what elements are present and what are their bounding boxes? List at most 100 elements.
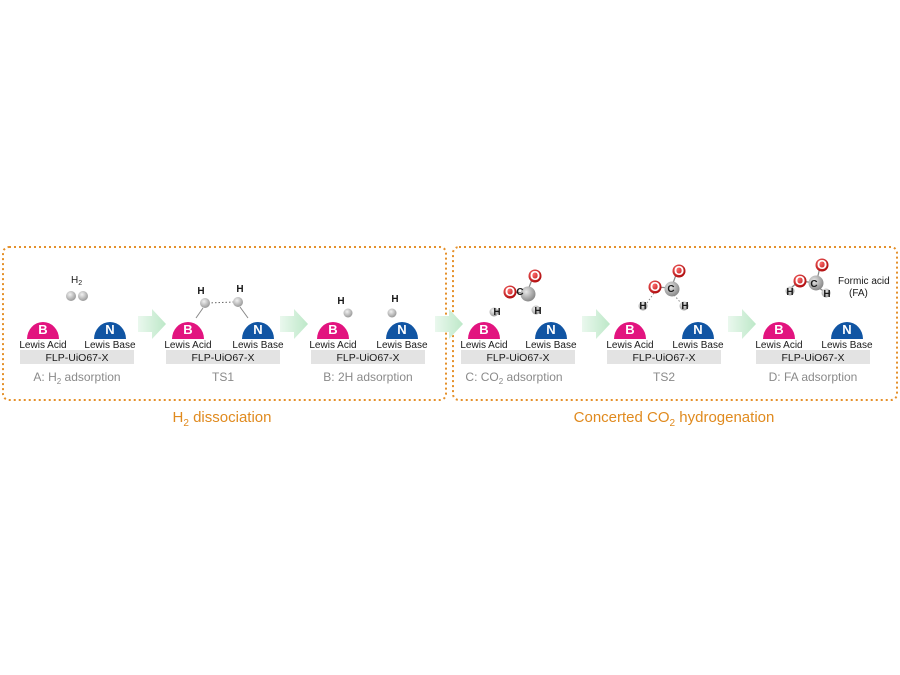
co2-hydrogenation-title: Concerted CO2 hydrogenation bbox=[574, 409, 775, 429]
stage-caption: TS1 bbox=[212, 370, 234, 384]
hydrogen-label: H bbox=[197, 286, 204, 297]
lewis-acid-boron bbox=[317, 322, 349, 339]
lewis-base-label: Lewis Base bbox=[376, 340, 428, 351]
hydrogen-atom bbox=[66, 291, 76, 301]
carbon-label: C bbox=[810, 279, 817, 290]
h-h-bond-dotted bbox=[207, 301, 235, 304]
carbon-atom bbox=[664, 281, 680, 297]
hydrogen-atom bbox=[785, 286, 795, 296]
hydrogen-label: H bbox=[534, 306, 541, 317]
arrow-icon bbox=[435, 309, 463, 339]
lewis-acid-boron bbox=[763, 322, 795, 339]
oxygen-atom bbox=[648, 280, 662, 294]
lewis-base-label: Lewis Base bbox=[232, 340, 284, 351]
oxygen-atom bbox=[672, 264, 686, 278]
arrow-icon bbox=[728, 309, 756, 339]
hydrogen-label: H bbox=[236, 284, 243, 295]
boron-symbol: B bbox=[183, 322, 192, 337]
c-h-bond-dotted bbox=[673, 294, 682, 304]
lewis-acid-label: Lewis Acid bbox=[755, 340, 802, 351]
plate-label: FLP-UiO67-X bbox=[336, 352, 399, 364]
stage-b: H H B N Lewis Acid Lewis Base FLP-UiO67-… bbox=[309, 294, 428, 384]
b-h-bond bbox=[195, 307, 204, 319]
carbon-label: C bbox=[667, 284, 674, 295]
hydrogen-atom bbox=[531, 305, 541, 315]
stage-caption: D: FA adsorption bbox=[769, 370, 858, 384]
mof-plate bbox=[756, 350, 870, 364]
nitrogen-symbol: N bbox=[693, 322, 702, 337]
mof-plate bbox=[461, 350, 575, 364]
hydrogen-atom bbox=[343, 308, 353, 318]
carbon-atom bbox=[808, 275, 824, 291]
boron-symbol: B bbox=[38, 322, 47, 337]
formic-acid-label: Formic acid bbox=[838, 276, 890, 287]
lewis-acid-boron bbox=[172, 322, 204, 339]
oxygen-atom bbox=[793, 274, 807, 288]
hydrogen-atom bbox=[638, 301, 648, 311]
transition-arrows bbox=[138, 309, 756, 339]
lewis-acid-label: Lewis Acid bbox=[460, 340, 507, 351]
lewis-acid-label: Lewis Acid bbox=[164, 340, 211, 351]
lewis-base-label: Lewis Base bbox=[821, 340, 873, 351]
lewis-acid-label: Lewis Acid bbox=[606, 340, 653, 351]
lewis-acid-label: Lewis Acid bbox=[19, 340, 66, 351]
lewis-base-nitrogen bbox=[386, 322, 418, 339]
mof-plate bbox=[607, 350, 721, 364]
nitrogen-symbol: N bbox=[546, 322, 555, 337]
hydrogen-label: H bbox=[391, 294, 398, 305]
oxygen-atom bbox=[503, 285, 517, 299]
lewis-base-nitrogen bbox=[242, 322, 274, 339]
stage-caption: B: 2H adsorption bbox=[323, 370, 412, 384]
carbon-label: C bbox=[516, 287, 523, 298]
stage-ts2: O C O H H B N Lewis Acid Lewis Base FLP-… bbox=[606, 263, 724, 384]
arrow-icon bbox=[280, 309, 308, 339]
h-o-bond-dotted bbox=[646, 292, 655, 304]
nitrogen-symbol: N bbox=[105, 322, 114, 337]
stage-d: H O C O H Formic acid (FA) B N Lewis Aci… bbox=[755, 257, 889, 384]
lewis-base-label: Lewis Base bbox=[672, 340, 724, 351]
mof-plate bbox=[311, 350, 425, 364]
arrow-icon bbox=[138, 309, 166, 339]
oxygen-symbol: O bbox=[505, 284, 515, 299]
hydrogen-label: H bbox=[493, 307, 500, 318]
boron-symbol: B bbox=[625, 322, 634, 337]
hydrogen-atom bbox=[821, 288, 831, 298]
plate-label: FLP-UiO67-X bbox=[191, 352, 254, 364]
lewis-base-label: Lewis Base bbox=[525, 340, 577, 351]
stage-c: O C O H H B N Lewis Acid Lewis Base FLP-… bbox=[460, 268, 577, 386]
stage-a: H2 B N Lewis Acid Lewis Base FLP-UiO67-X… bbox=[19, 275, 136, 386]
lewis-base-label: Lewis Base bbox=[84, 340, 136, 351]
mof-plate bbox=[166, 350, 280, 364]
hydrogen-atom bbox=[233, 297, 243, 307]
hydrogen-label: H bbox=[337, 296, 344, 307]
plate-label: FLP-UiO67-X bbox=[781, 352, 844, 364]
n-h-bond bbox=[239, 306, 249, 319]
stage-caption: TS2 bbox=[653, 370, 675, 384]
hydrogen-label: H bbox=[823, 289, 830, 300]
lewis-acid-boron bbox=[468, 322, 500, 339]
carbon-atom bbox=[520, 286, 536, 302]
oxygen-symbol: O bbox=[795, 273, 805, 288]
co2-hydrogenation-frame bbox=[452, 246, 898, 401]
plate-label: FLP-UiO67-X bbox=[45, 352, 108, 364]
oxygen-atom bbox=[528, 269, 542, 283]
lewis-acid-boron bbox=[27, 322, 59, 339]
oxygen-symbol: O bbox=[530, 268, 540, 283]
stage-ts1: H H B N Lewis Acid Lewis Base FLP-UiO67-… bbox=[164, 284, 284, 384]
fa-abbrev-label: (FA) bbox=[849, 288, 868, 299]
hydrogen-label: H bbox=[681, 301, 688, 312]
hydrogen-label: H bbox=[786, 287, 793, 298]
stage-caption: A: H2 adsorption bbox=[33, 370, 120, 386]
plate-label: FLP-UiO67-X bbox=[632, 352, 695, 364]
oxygen-atom bbox=[815, 258, 829, 272]
h2-label: H2 bbox=[71, 275, 82, 287]
nitrogen-symbol: N bbox=[253, 322, 262, 337]
lewis-base-nitrogen bbox=[831, 322, 863, 339]
boron-symbol: B bbox=[328, 322, 337, 337]
lewis-base-nitrogen bbox=[682, 322, 714, 339]
stage-caption: C: CO2 adsorption bbox=[465, 370, 562, 386]
hydrogen-atom bbox=[489, 307, 499, 317]
boron-symbol: B bbox=[774, 322, 783, 337]
hydrogen-atom bbox=[200, 298, 210, 308]
